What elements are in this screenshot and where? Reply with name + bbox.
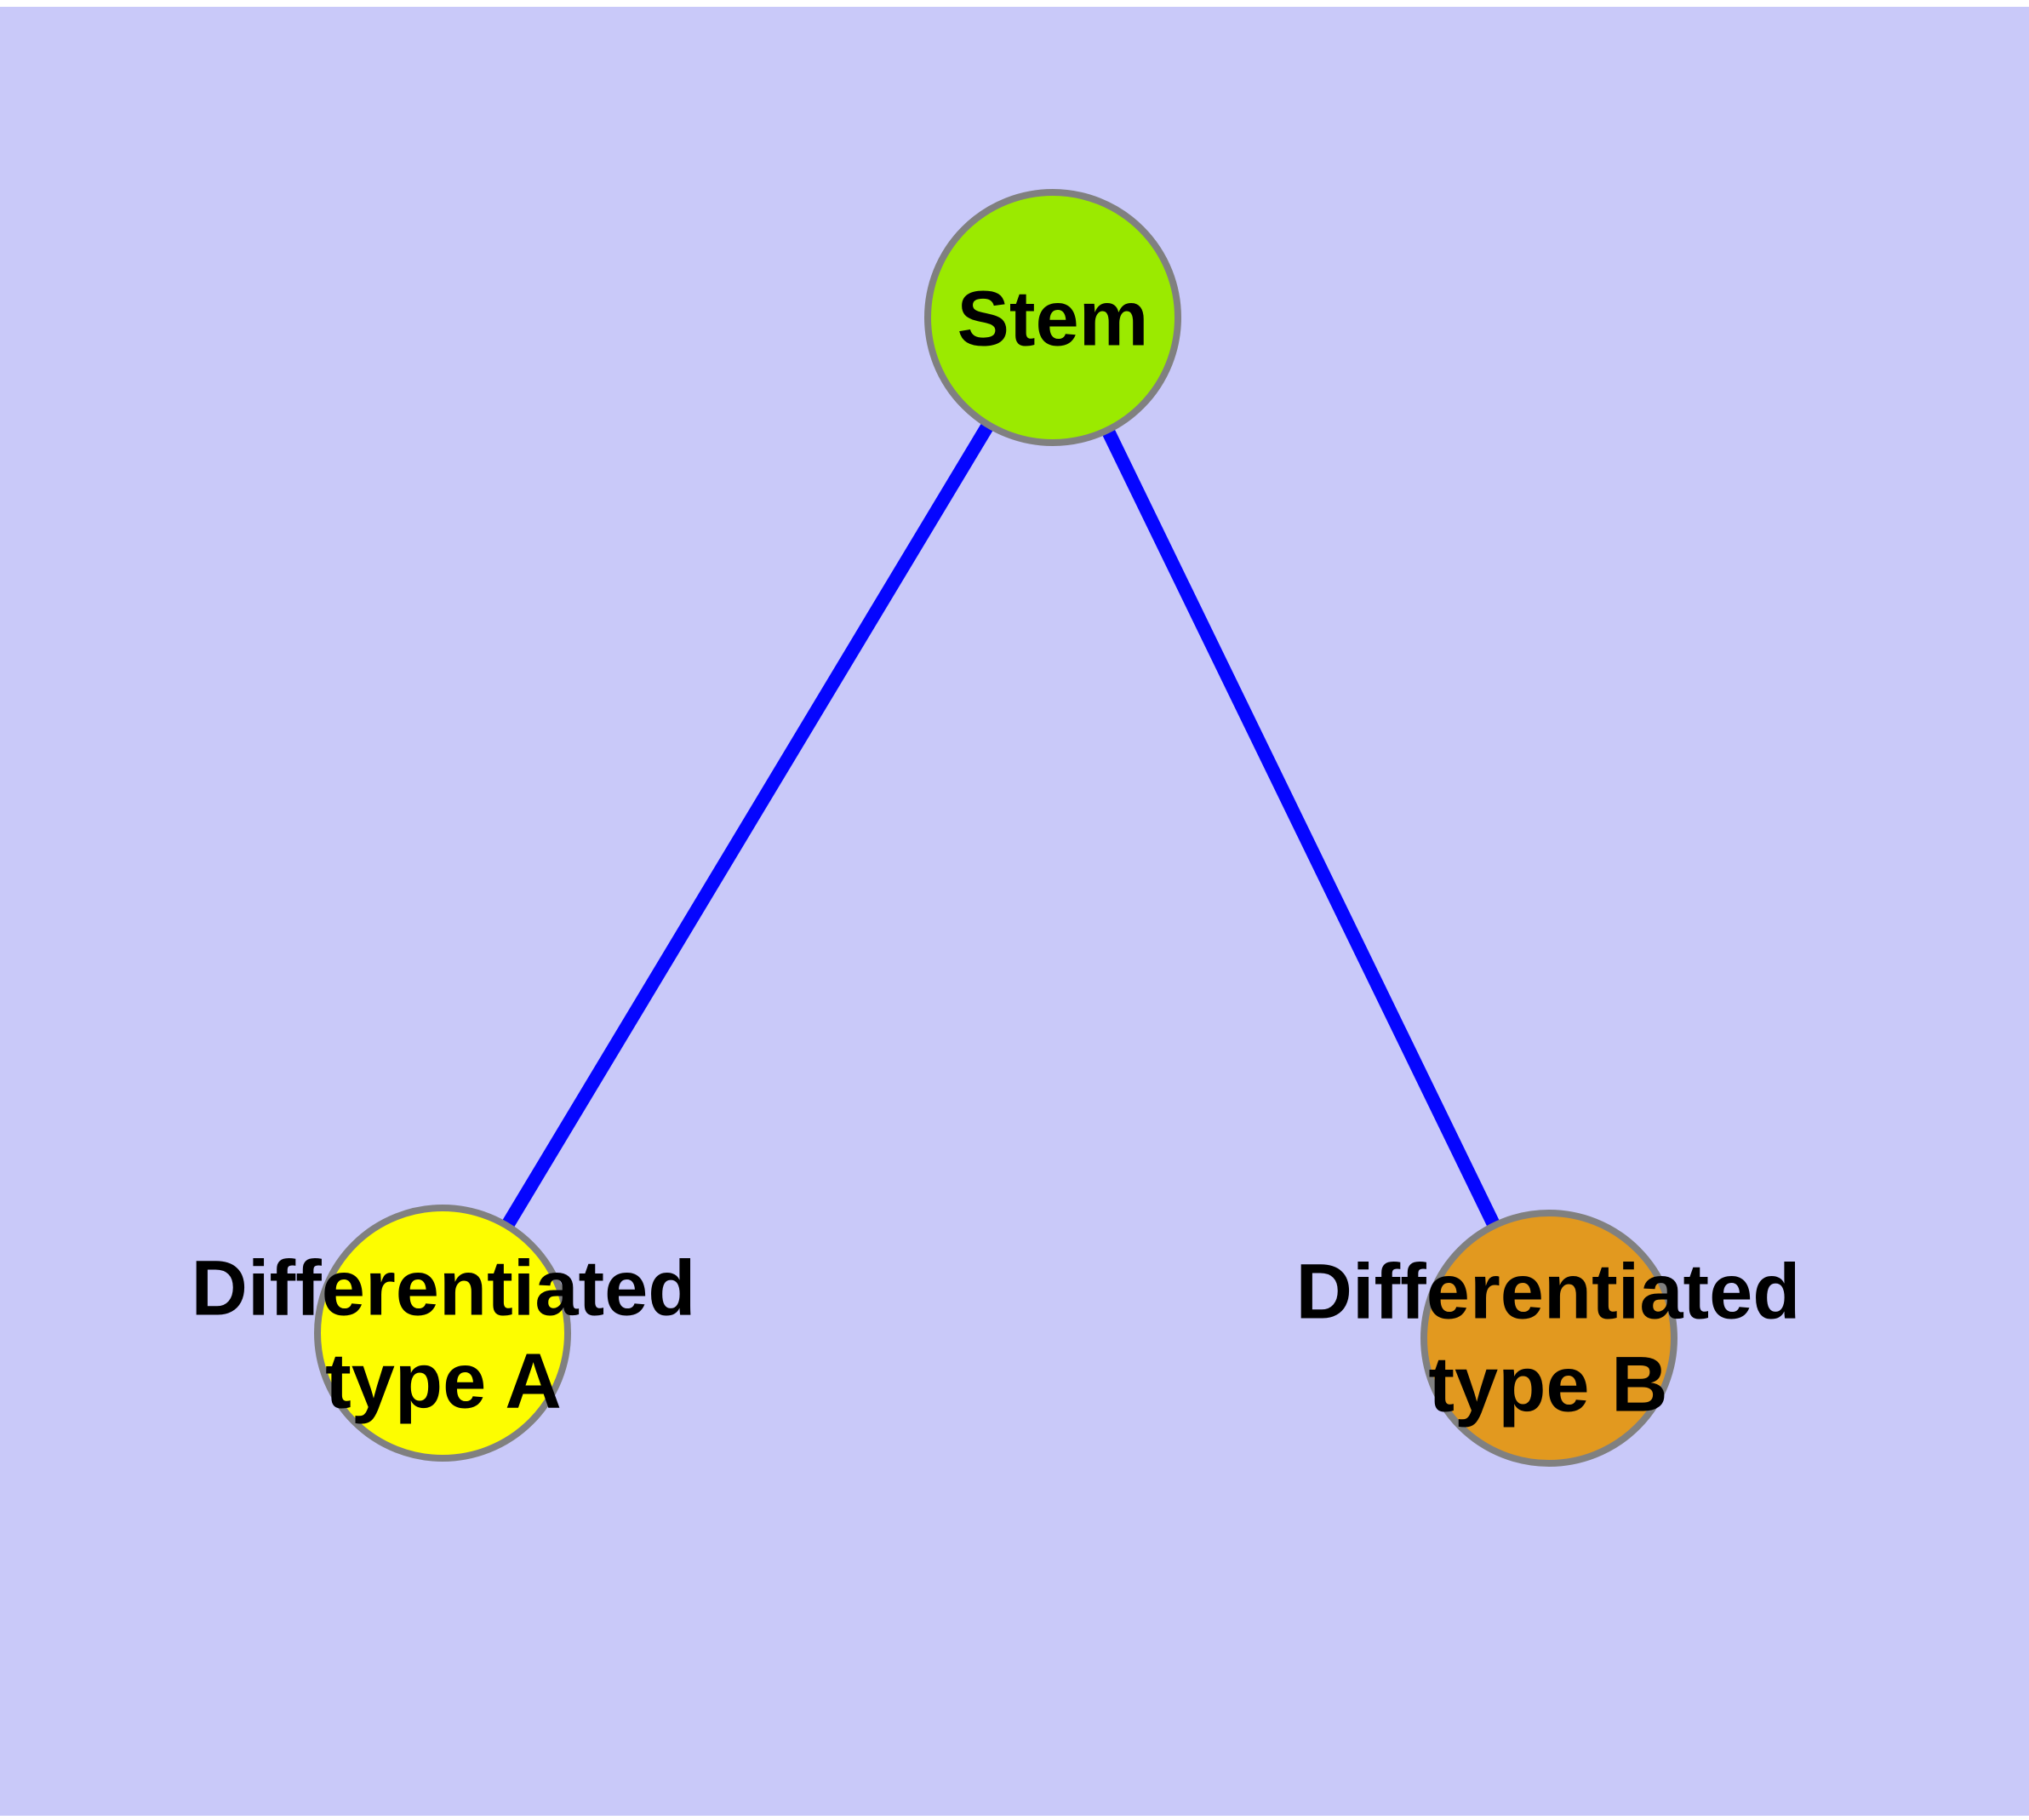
node-differentiated-type-b-label-line1: Differentiated <box>1295 1248 1801 1336</box>
node-differentiated-type-b-label-line2: type B <box>1428 1341 1668 1428</box>
node-differentiated-type-a-label-line1: Differentiated <box>191 1245 696 1332</box>
node-differentiated-type-a-label-line2: type A <box>325 1337 562 1424</box>
node-stem <box>924 189 1181 446</box>
node-differentiated-type-b-label: Differentiated type B <box>1296 1245 1801 1430</box>
edge-stem-to-type-a <box>437 313 1059 1337</box>
node-differentiated-type-b <box>1420 1210 1677 1467</box>
node-differentiated-type-a <box>314 1205 571 1462</box>
node-differentiated-type-a-label: Differentiated type A <box>191 1242 696 1427</box>
node-stem-label: Stem <box>957 275 1149 363</box>
edge-stem-to-type-b <box>1046 314 1556 1342</box>
